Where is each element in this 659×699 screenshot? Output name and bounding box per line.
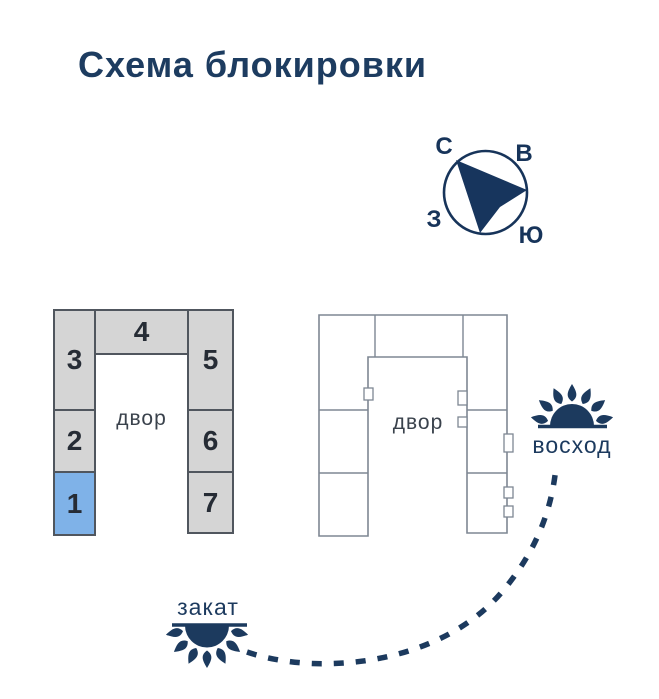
compass-label-south: Ю [519,222,544,249]
block-1-highlighted[interactable]: 1 [53,471,96,536]
left-courtyard-label: двор [116,407,167,430]
block-7[interactable]: 7 [187,471,234,534]
block-5-label: 5 [202,344,219,375]
block-6[interactable]: 6 [187,409,234,473]
block-3-label: 3 [66,344,83,375]
sunset-label: закат [177,594,239,620]
block-4-label: 4 [133,316,150,347]
compass-label-east: В [515,140,532,167]
compass-needle-icon [456,160,527,233]
compass-label-west: З [426,206,441,233]
block-5[interactable]: 5 [187,309,234,411]
page-title: Схема блокировки [78,44,427,85]
block-3[interactable]: 3 [53,309,96,411]
block-1-label: 1 [66,487,83,519]
right-building: двор [318,314,514,537]
sunrise-group: восход [530,384,614,458]
block-4[interactable]: 4 [94,309,189,355]
sunset-group: закат [165,594,249,668]
block-2-label: 2 [66,425,83,456]
sunrise-sun-icon [530,384,614,429]
sunset-sun-icon [165,623,249,668]
block-6-label: 6 [202,425,219,456]
compass-rose: С В З Ю [426,133,544,249]
right-courtyard-label: двор [393,411,444,434]
block-2[interactable]: 2 [53,409,96,473]
compass-circle-icon [442,149,529,236]
compass-label-north: С [435,133,452,160]
sunrise-label: восход [532,432,611,458]
block-7-label: 7 [202,486,219,518]
